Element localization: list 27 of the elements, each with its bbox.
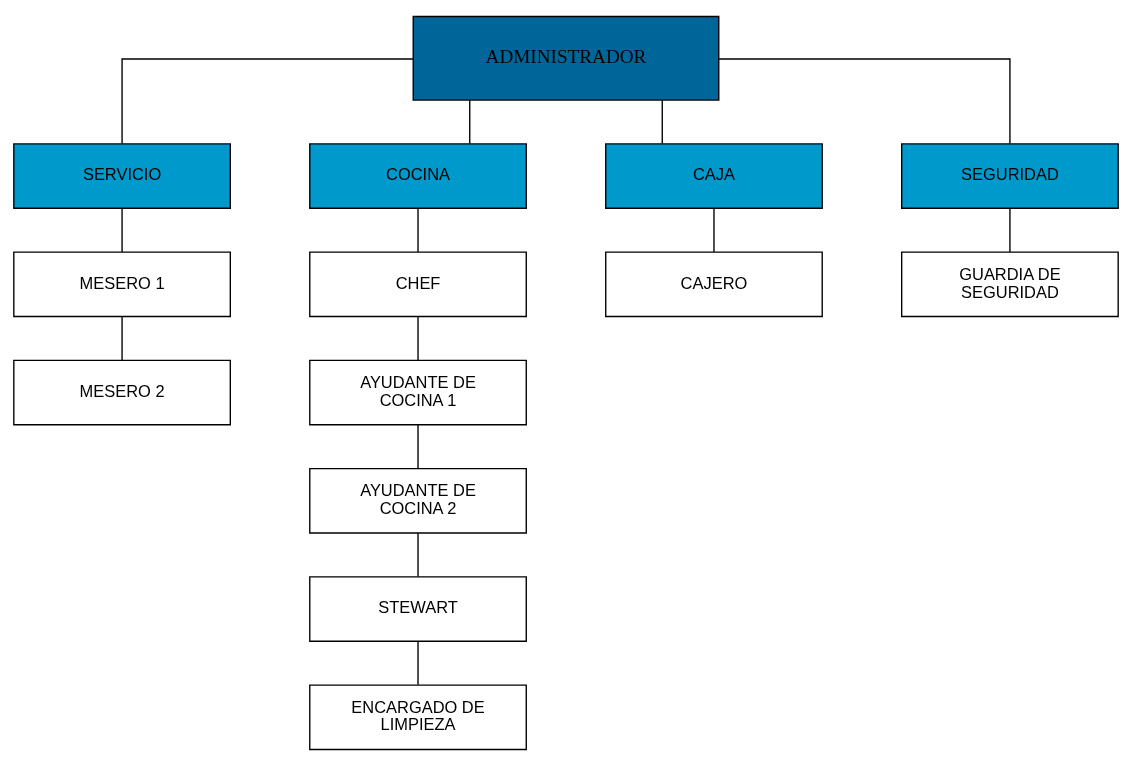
- connector: [469, 98, 471, 144]
- connector: [661, 98, 663, 144]
- connector: [417, 640, 419, 686]
- connector: [718, 57, 1011, 144]
- node-box: SEGURIDAD: [901, 142, 1119, 209]
- connector: [121, 315, 123, 361]
- connector: [417, 532, 419, 577]
- node-box: ENCARGADO DE LIMPIEZA: [309, 683, 527, 750]
- connector: [121, 57, 414, 144]
- node-box: CHEF: [309, 250, 527, 317]
- node-box: CAJERO: [605, 250, 823, 317]
- node-box: SERVICIO: [13, 142, 231, 209]
- node-box: MESERO 1: [13, 250, 231, 317]
- node-box: AYUDANTE DE COCINA 2: [309, 467, 527, 534]
- node-box: AYUDANTE DE COCINA 1: [309, 359, 527, 425]
- connector: [1009, 207, 1011, 253]
- node-box: COCINA: [309, 142, 527, 209]
- node-box: STEWART: [309, 575, 527, 642]
- node-box: CAJA: [605, 142, 823, 209]
- connector: [417, 207, 419, 253]
- node-box: MESERO 2: [13, 359, 231, 425]
- connector: [417, 423, 419, 469]
- connector: [713, 207, 715, 253]
- node-box: GUARDIA DE SEGURIDAD: [901, 250, 1119, 317]
- connector: [121, 207, 123, 253]
- connector: [417, 315, 419, 361]
- node-box: ADMINISTRADOR: [412, 15, 720, 101]
